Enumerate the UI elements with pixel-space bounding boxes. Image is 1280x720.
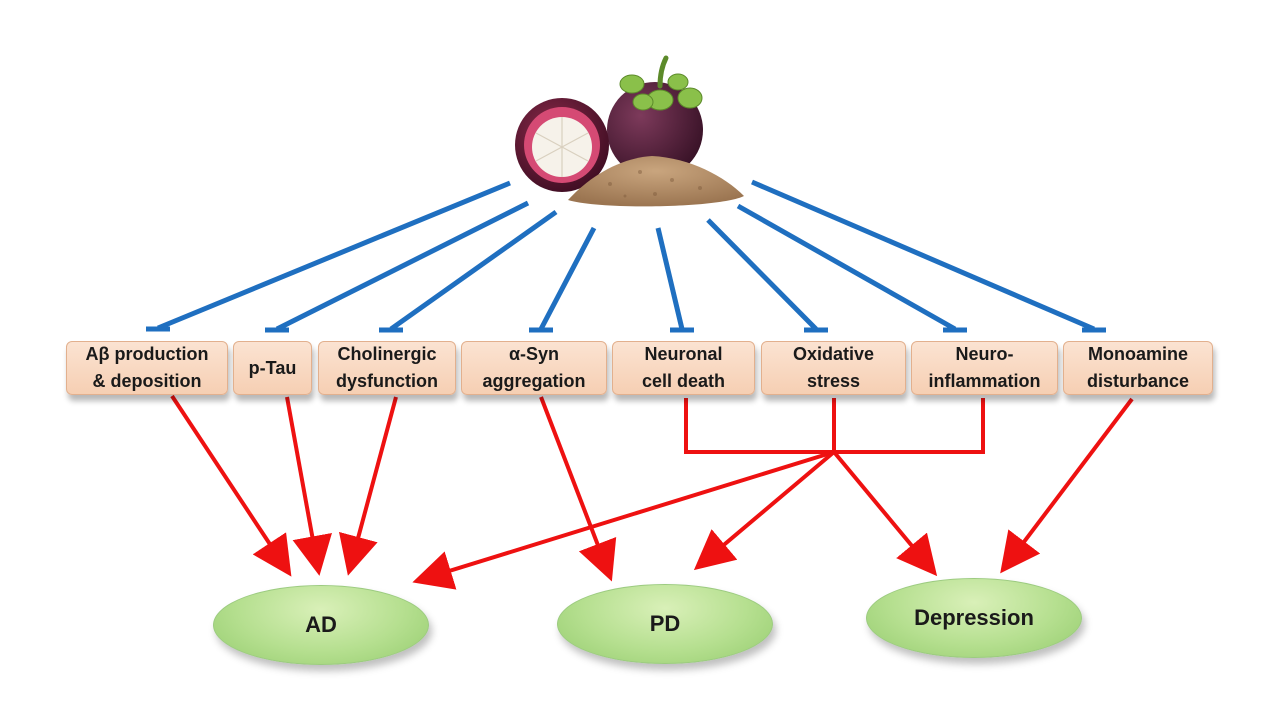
arrow-merge-ad [412, 450, 835, 590]
inhibition-lines [146, 179, 1106, 333]
disease-depression: Depression [866, 578, 1082, 658]
factor-ptau: p-Tau [233, 341, 312, 395]
inhibit-line-monoamine [751, 179, 1095, 332]
arrow-merge-pd [693, 450, 836, 571]
inhibit-line-abeta [157, 180, 511, 331]
inhibit-line-oxidative [706, 218, 818, 331]
factor-monoamine: Monoamine disturbance [1063, 341, 1213, 395]
arrow-cholinergic-ad [338, 396, 398, 576]
mangosteen-icon [515, 55, 744, 207]
disease-ad: AD [213, 585, 429, 665]
disease-pd: PD [557, 584, 773, 664]
arrow-asyn-pd [539, 396, 617, 582]
factor-inflammation: Neuro- inflammation [911, 341, 1058, 395]
inhibit-line-inflammation [736, 203, 957, 332]
factor-neuronal: Neuronal cell death [612, 341, 755, 395]
arrow-ptau-ad [285, 396, 332, 576]
inhibit-line-asyn [538, 226, 597, 331]
arrow-merge-depression [832, 450, 938, 577]
factor-abeta: Aβ production & deposition [66, 341, 228, 395]
arrow-monoamine-depression [1000, 397, 1134, 574]
factor-cholinergic: Cholinergic dysfunction [318, 341, 456, 395]
arrow-abeta-ad [170, 394, 292, 577]
inhibit-line-cholinergic [389, 209, 558, 332]
inhibit-line-ptau [275, 200, 530, 332]
factor-oxidative: Oxidative stress [761, 341, 906, 395]
factor-asyn: α-Syn aggregation [461, 341, 607, 395]
promotion-arrows [170, 394, 1134, 590]
inhibit-line-neuronal [655, 227, 685, 330]
